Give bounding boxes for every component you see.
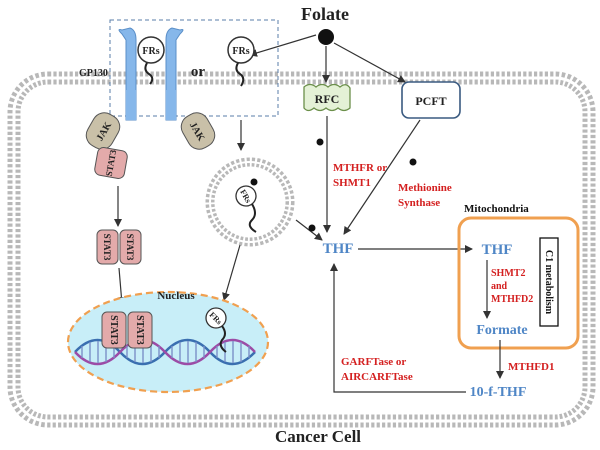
garftase-label-line2: AIRCARFTase: [341, 371, 413, 383]
stat3-membrane-label: STAT3: [104, 149, 119, 177]
c1-metabolism-label: C1 metabolism: [543, 250, 554, 315]
jak-left: [85, 112, 121, 150]
methionine-label-line2: Synthase: [398, 197, 440, 209]
nucleus-frs: [205, 307, 227, 353]
endosome-frs: [235, 178, 258, 233]
mthfd1-label: MTHFD1: [508, 361, 554, 373]
pcft-label: PCFT: [415, 94, 446, 108]
c1-metabolism-box: [539, 237, 559, 327]
receptor-group-box: [109, 19, 279, 117]
rfc-folate-dot: [316, 138, 324, 146]
arrow-10fthf-to-thf: [330, 263, 466, 393]
gp130-label: GP130: [79, 68, 108, 79]
nucleus-stat3-a-label: STAT3: [108, 315, 119, 345]
endosome-exit-dot: [308, 224, 316, 232]
mthfr-label-line2: SHMT1: [333, 177, 371, 189]
frs-left-label: FRs: [142, 46, 159, 57]
formate: Formate: [476, 323, 527, 338]
cell-membrane: [7, 71, 596, 428]
arrow-pcft-to-thf: [343, 119, 421, 235]
stat3-dimer-b-label: STAT3: [125, 234, 135, 261]
thf-mito: THF: [482, 242, 513, 258]
stat3-dimer: [96, 229, 142, 265]
folate-dot-icon: [318, 29, 334, 45]
shmt2-label-line3: MTHFD2: [491, 294, 533, 305]
jak-right: [180, 112, 216, 150]
mitochondria: [457, 216, 580, 350]
shmt2-label-line1: SHMT2: [491, 268, 525, 279]
stat3-dimer-a-label: STAT3: [102, 234, 112, 261]
ten-f-thf: 10-f-THF: [470, 385, 527, 400]
frs-right-label: FRs: [232, 46, 249, 57]
rfc-transporter: [303, 83, 351, 112]
garftase-label-line1: GARFTase or: [341, 356, 406, 368]
rfc-label: RFC: [315, 92, 340, 106]
folate-title: Folate: [301, 4, 349, 24]
shmt2-label-line2: and: [491, 281, 508, 292]
cancer-cell-label: Cancer Cell: [275, 427, 361, 446]
arrow-folate-to-pcft: [333, 42, 406, 83]
thf-cytosol: THF: [323, 241, 354, 257]
arrow-endosome-to-thf: [295, 219, 323, 241]
frs-left-receptor: [137, 36, 165, 85]
nucleus-stat3-b-label: STAT3: [134, 315, 145, 345]
mitochondria-label: Mitochondria: [464, 203, 529, 215]
gp130-receptor: [118, 27, 184, 121]
nucleus-stat3-dimer: [101, 311, 153, 349]
frs-right-receptor: [227, 36, 255, 87]
endosome-folate-dot: [250, 178, 258, 186]
pcft-folate-dot: [409, 158, 417, 166]
arrow-folate-to-frs: [249, 34, 317, 57]
pcft-transporter: [401, 81, 461, 119]
stat3-membrane: [94, 147, 128, 179]
mthfr-label-line1: MTHFR or: [333, 162, 387, 174]
or-label: or: [191, 64, 206, 80]
methionine-label-line1: Methionine: [398, 182, 452, 194]
nucleus-label: Nucleus: [157, 290, 195, 302]
arrow-endosome-to-nucleus: [222, 244, 241, 301]
